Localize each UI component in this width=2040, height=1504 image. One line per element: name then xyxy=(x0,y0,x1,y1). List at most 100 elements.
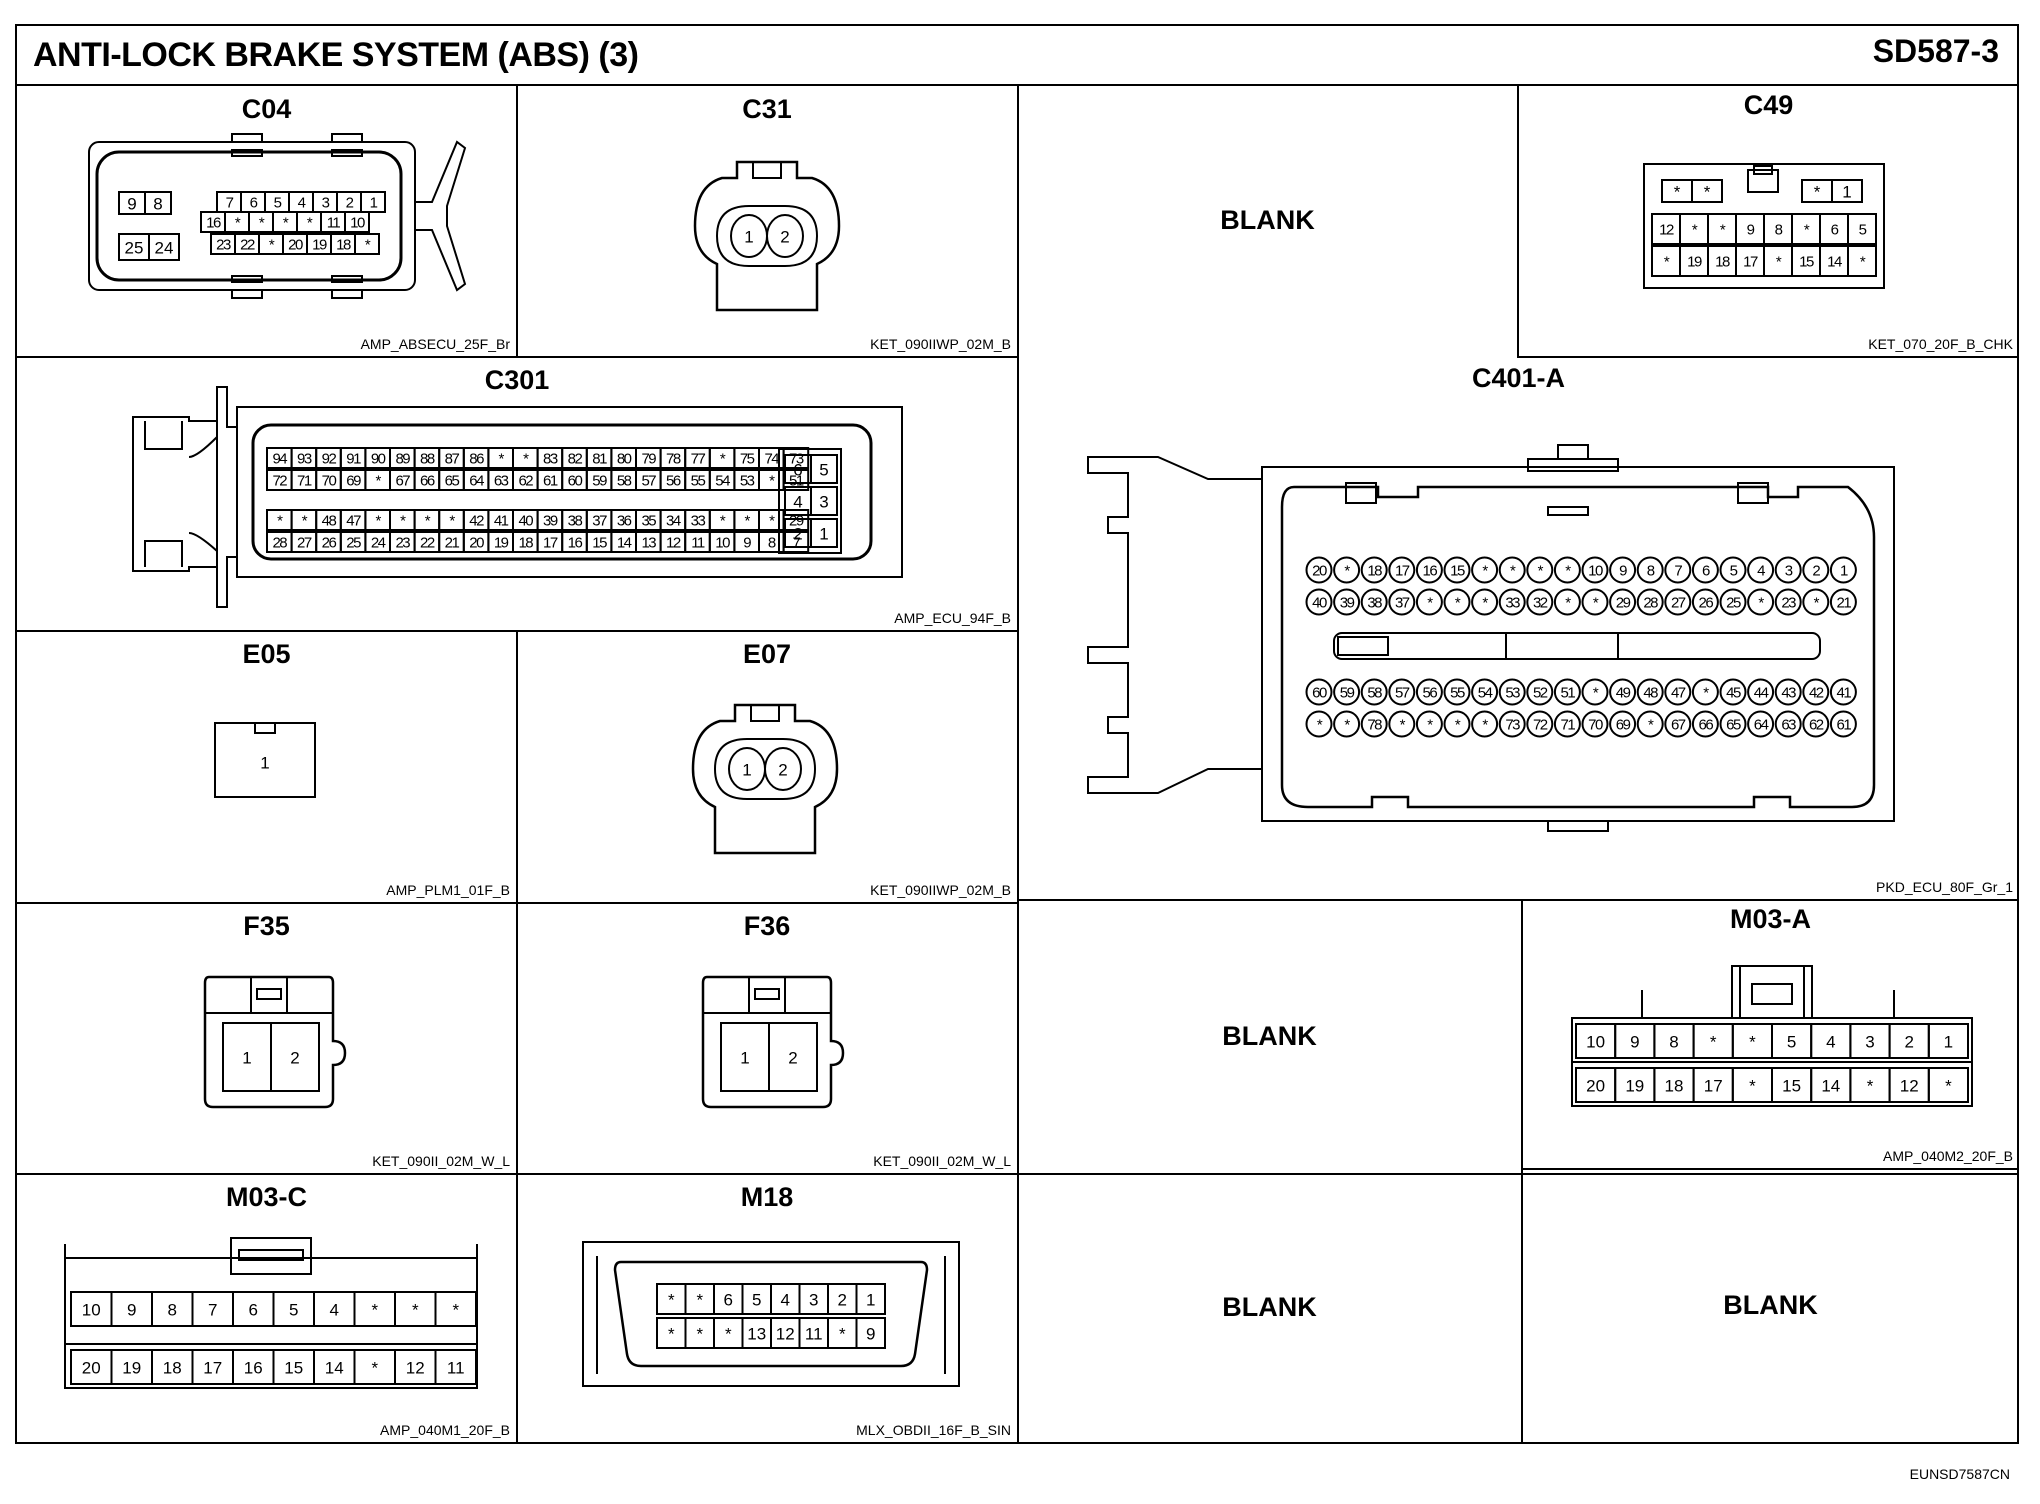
pin-cell xyxy=(1498,678,1526,706)
pin-label: 9 xyxy=(866,1325,875,1344)
pin-label: 37 xyxy=(592,513,607,530)
grid-divider xyxy=(17,902,1017,904)
pin-cell xyxy=(1443,556,1471,584)
pin-label: * xyxy=(269,237,275,254)
pin-cell xyxy=(1471,678,1499,706)
pin-label: 20 xyxy=(469,535,484,552)
pin-label: * xyxy=(283,215,289,232)
pin-label: 12 xyxy=(1900,1077,1919,1096)
pin-label: 8 xyxy=(768,535,776,552)
pin-label: 60 xyxy=(568,473,583,490)
pin-cell xyxy=(1802,588,1830,616)
pin-label: * xyxy=(371,1301,378,1320)
pin-cell xyxy=(434,1349,477,1385)
pin-label: 7 xyxy=(226,195,234,212)
pin-cell xyxy=(344,211,370,233)
connector-part-number: AMP_PLM1_01F_B xyxy=(386,882,510,898)
pin-label: 18 xyxy=(163,1359,182,1378)
pin-label: 16 xyxy=(568,535,583,552)
pin-label: 24 xyxy=(371,535,386,552)
pin-label: 79 xyxy=(641,451,656,468)
pin-label: 9 xyxy=(1619,563,1627,580)
connector-part-number: KET_070_20F_B_CHK xyxy=(1868,336,2013,352)
pin-cell xyxy=(1609,588,1637,616)
pin-cell xyxy=(1360,678,1388,706)
pin-label: 8 xyxy=(1669,1033,1678,1052)
pin-label: 38 xyxy=(568,513,583,530)
pin-cell xyxy=(1774,556,1802,584)
blank-panel: BLANK xyxy=(1018,900,1521,1173)
pin-label: 15 xyxy=(592,535,607,552)
pin-label: * xyxy=(1710,1033,1717,1052)
pin-label: 42 xyxy=(1809,685,1824,702)
pin-cell xyxy=(1305,710,1333,738)
pin-cell xyxy=(1553,588,1581,616)
connector-name: M18 xyxy=(740,1182,794,1212)
pin-label: * xyxy=(745,513,751,530)
pin-label: * xyxy=(259,215,265,232)
pin-cell xyxy=(1609,710,1637,738)
pin-label: 58 xyxy=(1367,685,1382,702)
pin-label: 6 xyxy=(1702,563,1710,580)
pin-cell xyxy=(1498,710,1526,738)
pin-cell xyxy=(1719,588,1747,616)
pin-label: 7 xyxy=(208,1301,217,1320)
pin-label: * xyxy=(307,215,313,232)
pin-label: * xyxy=(1703,685,1709,702)
pin-label: 18 xyxy=(336,237,351,254)
pin-cell xyxy=(1581,678,1609,706)
connector-part-number: AMP_ABSECU_25F_Br xyxy=(360,336,510,352)
pin-cell xyxy=(1388,678,1416,706)
pin-label: 4 xyxy=(1757,563,1765,580)
connector-name: M03-A xyxy=(1729,904,1811,934)
pin-label: * xyxy=(371,1359,378,1378)
pin-label: 27 xyxy=(1671,595,1686,612)
pin-cell xyxy=(1360,588,1388,616)
pin-label: * xyxy=(1344,717,1350,734)
pin-cell xyxy=(1691,179,1723,203)
pin-label: 24 xyxy=(155,239,174,258)
pin-label: 3 xyxy=(1785,563,1793,580)
pin-label: 22 xyxy=(240,237,255,254)
connector-name: C49 xyxy=(1743,90,1794,120)
pin-cell xyxy=(1443,588,1471,616)
pin-cell xyxy=(1691,710,1719,738)
pin-label: * xyxy=(425,513,431,530)
connector-name: C401-A xyxy=(1471,363,1566,393)
pin-label: 38 xyxy=(1367,595,1382,612)
pin-label: 25 xyxy=(346,535,361,552)
pin-label: * xyxy=(235,215,241,232)
pin-label: 12 xyxy=(1659,222,1674,239)
pin-label: * xyxy=(449,513,455,530)
pin-label: * xyxy=(499,451,505,468)
pin-label: 39 xyxy=(1340,595,1355,612)
connector-part-number: KET_090IIWP_02M_B xyxy=(870,882,1011,898)
pin-label: * xyxy=(1867,1077,1874,1096)
pin-label: 39 xyxy=(543,513,558,530)
pin-label: 2 xyxy=(780,228,789,247)
pin-label: 27 xyxy=(297,535,312,552)
pin-label: 59 xyxy=(592,473,607,490)
pin-label: 12 xyxy=(776,1325,795,1344)
pin-cell xyxy=(1305,556,1333,584)
pin-cell xyxy=(1305,678,1333,706)
pin-cell xyxy=(855,1283,886,1315)
pin-label: 21 xyxy=(445,535,460,552)
connector-name: M03-C xyxy=(225,1182,307,1212)
pin-label: * xyxy=(452,1301,459,1320)
pin-label: 67 xyxy=(1671,717,1686,734)
pin-label: 19 xyxy=(122,1359,141,1378)
pin-label: 11 xyxy=(691,535,705,552)
pin-label: 90 xyxy=(371,451,386,468)
grid-divider xyxy=(1017,899,2019,901)
pin-label: 29 xyxy=(1616,595,1631,612)
pin-label: 51 xyxy=(1561,685,1576,702)
pin-label: 2 xyxy=(1812,563,1820,580)
pin-cell xyxy=(1691,556,1719,584)
pin-cell xyxy=(1526,556,1554,584)
pin-label: 41 xyxy=(1837,685,1852,702)
connector-name: C04 xyxy=(241,94,292,124)
